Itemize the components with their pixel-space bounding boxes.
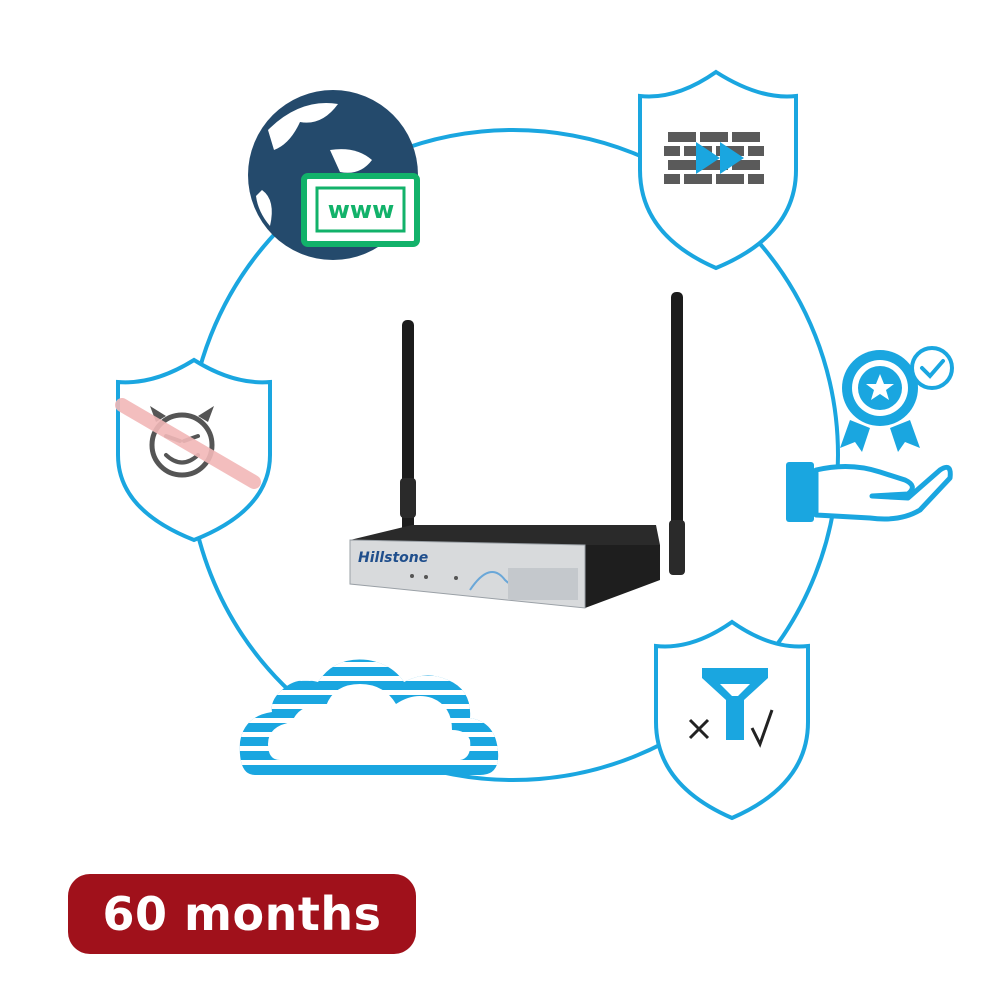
subscription-term-label: 60 months [102,887,382,941]
firewall-device: Hillstone [349,292,685,609]
www-label: www [328,196,395,224]
web-globe-icon: www [248,90,420,260]
subscription-badge: 60 months [68,874,416,954]
certified-service-icon [786,346,954,522]
device-brand-label: Hillstone [358,550,428,566]
url-filter-shield-icon [654,619,810,821]
antimalware-shield-icon [115,357,272,543]
firewall-shield-icon [638,69,798,271]
